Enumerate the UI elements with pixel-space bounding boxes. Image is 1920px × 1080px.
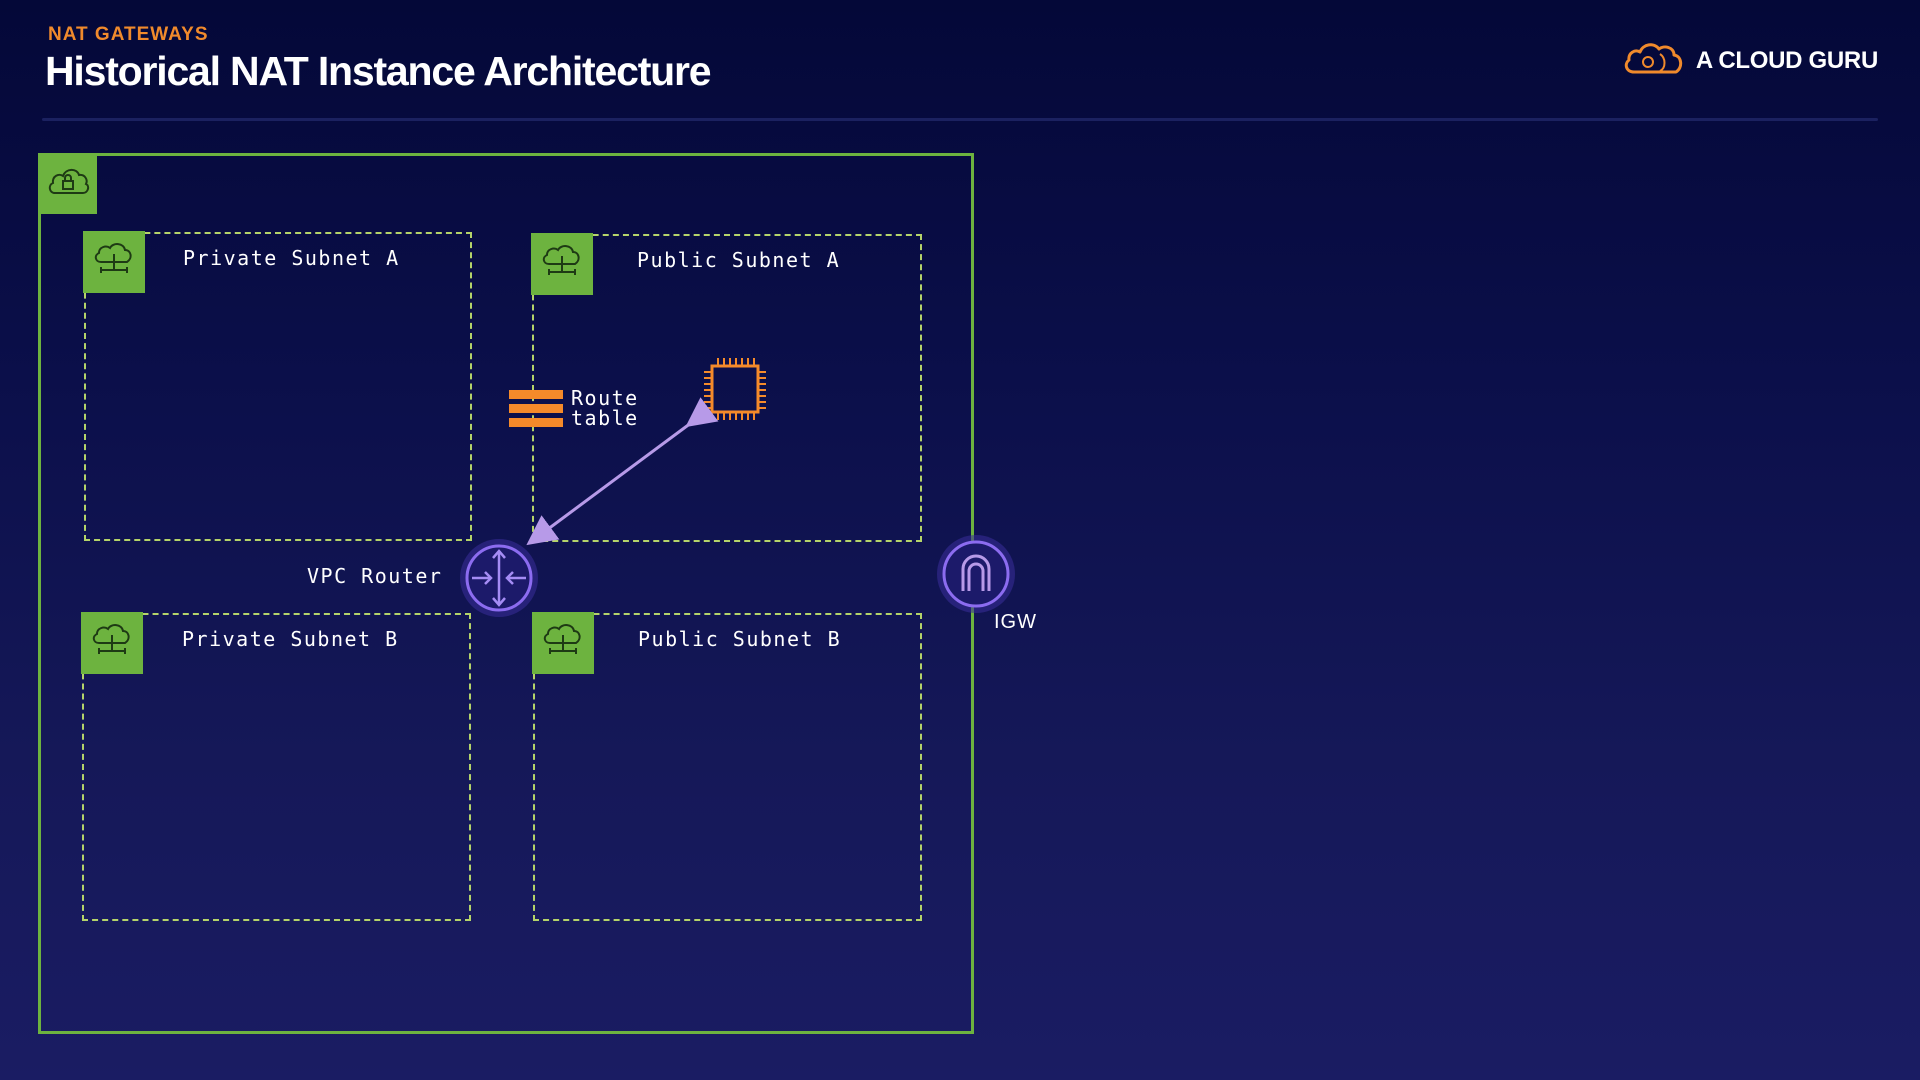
page-title: Historical NAT Instance Architecture (45, 48, 712, 94)
subnet-badge-private-b (81, 612, 143, 674)
subnet-public-a (532, 234, 922, 542)
subnet-cloud-icon (91, 240, 137, 285)
vpc-router-label: VPC Router (307, 564, 443, 588)
subnet-badge-public-b (532, 612, 594, 674)
subnet-label-public-a: Public Subnet A (637, 248, 841, 272)
subnet-private-a (84, 232, 472, 541)
subnet-public-b (533, 613, 922, 921)
subnet-private-b (82, 613, 471, 921)
subnet-label-public-b: Public Subnet B (638, 627, 842, 651)
subnet-label-private-a: Private Subnet A (183, 246, 400, 270)
igw-label: IGW (994, 611, 1037, 633)
brand-name: A CLOUD GURU (1695, 46, 1878, 74)
subnet-label-private-b: Private Subnet B (182, 627, 399, 651)
vpc-badge (38, 153, 97, 214)
subnet-badge-private-a (83, 231, 145, 293)
cloud-icon (1622, 38, 1686, 83)
brand-logo: A CLOUD GURU (1622, 38, 1878, 83)
subnet-cloud-icon (539, 242, 585, 287)
section-kicker: NAT GATEWAYS (48, 24, 209, 45)
subnet-badge-public-a (531, 233, 593, 295)
internet-gateway-icon (935, 533, 1017, 615)
ec2-instance-chip-icon (700, 354, 770, 424)
router-icon (458, 537, 540, 619)
subnet-cloud-icon (540, 621, 586, 666)
subnet-cloud-icon (89, 621, 135, 666)
cloud-lock-icon (46, 163, 90, 204)
header-divider (42, 118, 1878, 121)
